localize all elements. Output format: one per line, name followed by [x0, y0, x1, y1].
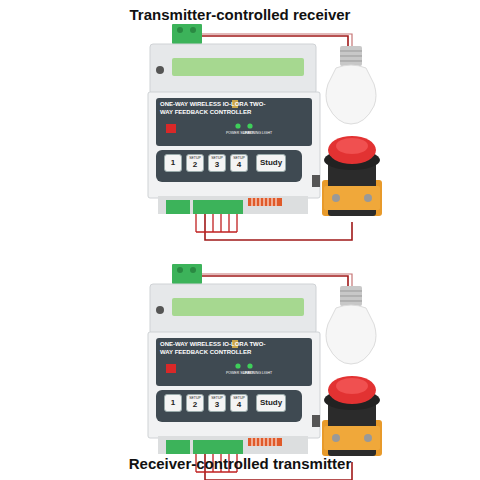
key-button: Study — [256, 394, 286, 412]
key-button: SETUP3 — [208, 394, 226, 412]
button-label: 3 — [215, 161, 219, 169]
diagram-caption: Receiver-controlled transmitter — [0, 455, 480, 472]
button-label: 2 — [193, 161, 197, 169]
indicator-label: LEARNING LIGHT — [243, 372, 272, 376]
button-label: Study — [260, 399, 282, 407]
key-button: SETUP4 — [230, 154, 248, 172]
button-label: 3 — [215, 401, 219, 409]
button-label: 2 — [193, 401, 197, 409]
key-button: SETUP3 — [208, 154, 226, 172]
button-label: 4 — [237, 161, 241, 169]
key-button: SETUP4 — [230, 394, 248, 412]
key-button: SETUP2 — [186, 154, 204, 172]
diagram-title: Transmitter-controlled receiver — [0, 6, 480, 23]
key-button: SETUP2 — [186, 394, 204, 412]
key-button: Study — [256, 154, 286, 172]
button-label: 1 — [171, 159, 175, 167]
device-title: ONE-WAY WIRELESS IO-LORA TWO-WAY FEEDBAC… — [160, 101, 266, 116]
indicator-label: LEARNING LIGHT — [243, 132, 272, 136]
device-title: ONE-WAY WIRELESS IO-LORA TWO-WAY FEEDBAC… — [160, 341, 266, 356]
button-label: 1 — [171, 399, 175, 407]
button-label: 4 — [237, 401, 241, 409]
button-label: Study — [260, 159, 282, 167]
controller-box: ONE-WAY WIRELESS IO-LORA TWO-WAY FEEDBAC… — [148, 92, 320, 198]
key-button: 1 — [164, 154, 182, 172]
controller-box: ONE-WAY WIRELESS IO-LORA TWO-WAY FEEDBAC… — [148, 332, 320, 438]
key-button: 1 — [164, 394, 182, 412]
